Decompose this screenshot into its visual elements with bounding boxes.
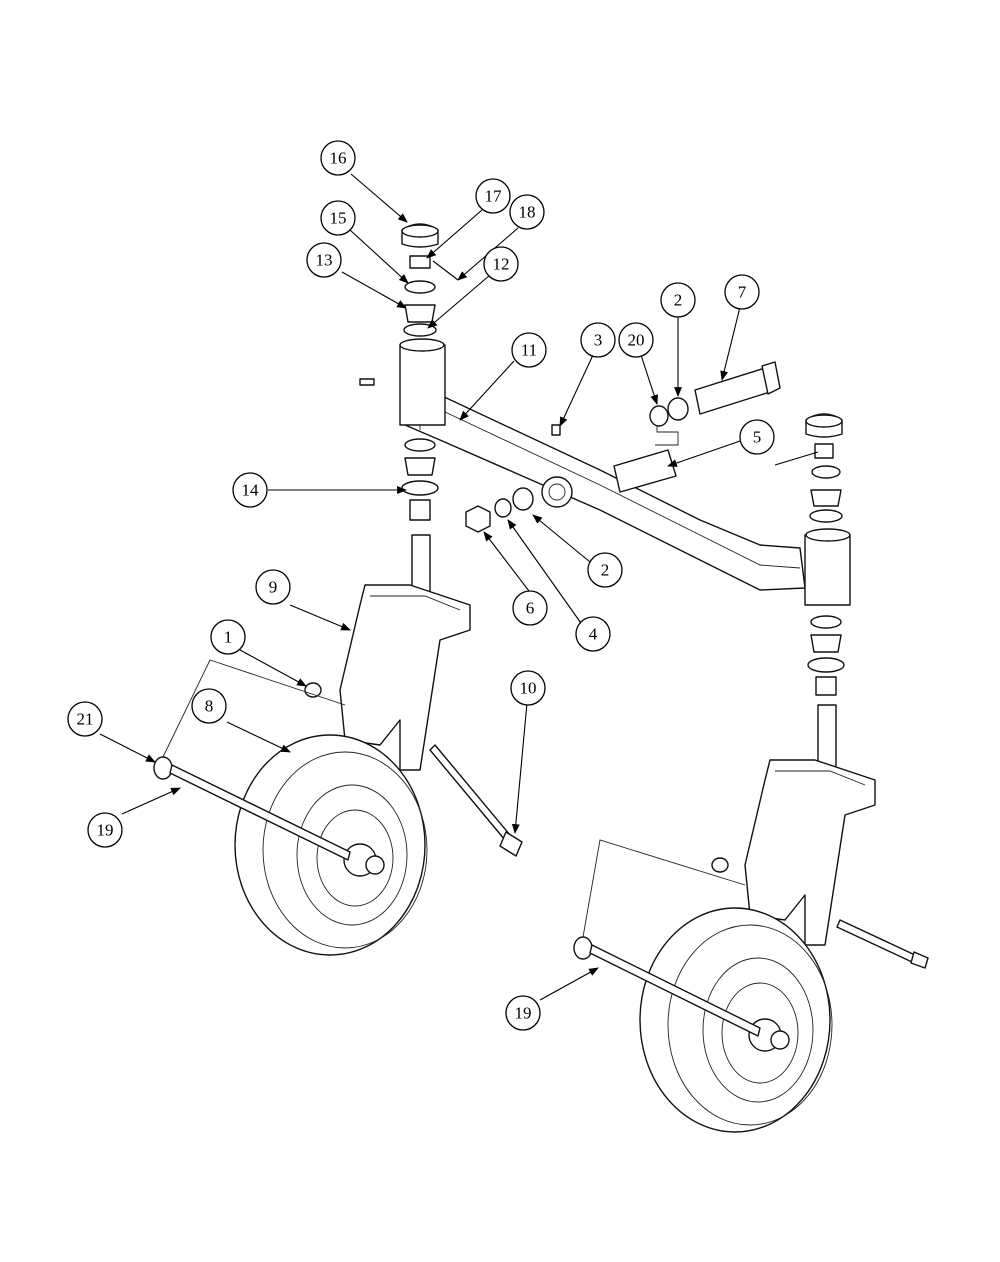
- callout-2-bottom: 2: [587, 552, 623, 588]
- callout-12: 12: [483, 246, 519, 282]
- leader-lines: [99, 173, 744, 1001]
- left-upper-stack: [401, 223, 459, 337]
- callout-8: 8: [191, 688, 227, 724]
- callout-label: 17: [485, 187, 503, 206]
- callout-label: 2: [674, 291, 683, 310]
- right-spindle-housing: [804, 528, 851, 606]
- left-fork-bolt: [429, 744, 523, 857]
- callout-label: 13: [316, 251, 333, 270]
- callout-18: 18: [509, 194, 545, 230]
- pivot-hardware: [465, 424, 573, 533]
- callout-label: 16: [330, 149, 347, 168]
- callout-label: 2: [601, 561, 610, 580]
- callout-7: 7: [724, 274, 760, 310]
- callout-21: 21: [67, 701, 103, 737]
- callout-4: 4: [575, 616, 611, 652]
- assembly-reference-lines: [162, 659, 746, 938]
- callout-label: 5: [753, 428, 762, 447]
- callout-5: 5: [739, 419, 775, 455]
- left-spindle-housing: [359, 338, 446, 426]
- callout-label: 1: [224, 628, 233, 647]
- callout-label: 18: [519, 203, 536, 222]
- callout-label: 21: [77, 710, 94, 729]
- callout-label: 19: [97, 821, 114, 840]
- callout-3: 3: [580, 322, 616, 358]
- callout-label: 7: [738, 283, 747, 302]
- callout-19-right: 19: [505, 995, 541, 1031]
- callout-label: 4: [589, 625, 598, 644]
- callout-label: 8: [205, 697, 214, 716]
- callout-label: 10: [520, 679, 537, 698]
- callout-17: 17: [475, 178, 511, 214]
- callout-label: 15: [330, 209, 347, 228]
- left-axle-bolt: [153, 756, 351, 861]
- right-upper-stack: [774, 413, 843, 523]
- callout-label: 6: [526, 599, 535, 618]
- callout-9: 9: [255, 569, 291, 605]
- callout-19-left: 19: [87, 812, 123, 848]
- callout-15: 15: [320, 200, 356, 236]
- callout-11: 11: [511, 332, 547, 368]
- callout-label: 9: [269, 578, 278, 597]
- callout-2-top: 2: [660, 282, 696, 318]
- callout-label: 20: [628, 331, 645, 350]
- callout-6: 6: [512, 590, 548, 626]
- callout-13: 13: [306, 242, 342, 278]
- callout-label: 11: [521, 341, 537, 360]
- callout-20: 20: [618, 322, 654, 358]
- left-lower-stack: [401, 438, 439, 606]
- callout-16: 16: [320, 140, 356, 176]
- callout-1: 1: [210, 619, 246, 655]
- callout-14: 14: [232, 472, 268, 508]
- right-fork-bolt: [836, 919, 929, 969]
- callout-label: 19: [515, 1004, 532, 1023]
- right-lower-stack: [807, 615, 845, 776]
- callout-label: 12: [493, 255, 510, 274]
- callout-10: 10: [510, 670, 546, 706]
- pivot-bolt-assembly: [613, 361, 781, 493]
- callout-label: 14: [242, 481, 260, 500]
- callout-label: 3: [594, 331, 603, 350]
